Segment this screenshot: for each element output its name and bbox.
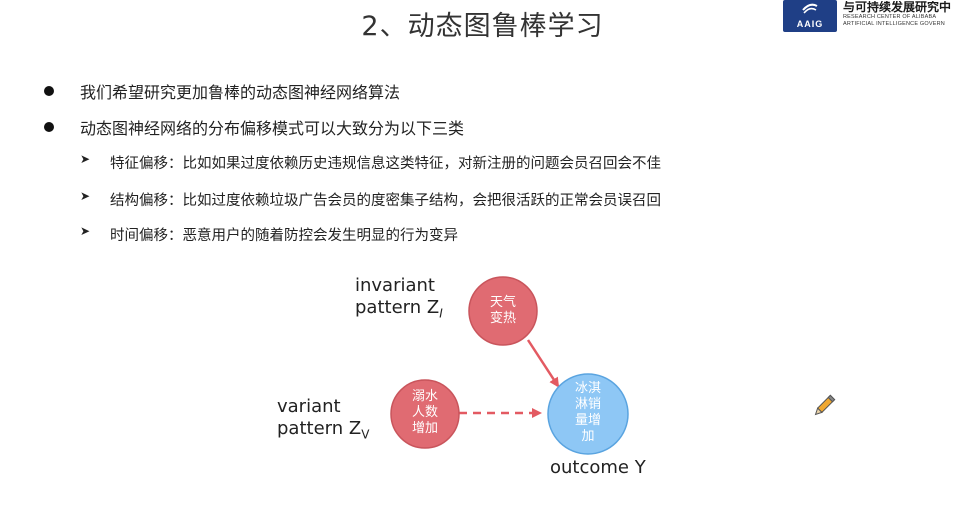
variant-label-line-1: variant <box>277 396 341 417</box>
node-text-line: 人数 <box>411 405 438 420</box>
node-text-line: 加 <box>581 429 595 444</box>
outcome-node-text: 冰淇 淋销 量增 加 <box>558 381 618 445</box>
invariant-pattern-label: invariant pattern ZI <box>355 275 443 325</box>
slide-title: 2、动态图鲁棒学习 <box>361 11 604 42</box>
arrow-bullet-icon: ➤ <box>80 224 91 238</box>
variant-subscript: V <box>361 427 370 442</box>
node-text-line: 冰淇 <box>574 381 601 396</box>
invariant-node <box>468 276 538 346</box>
node-text-line: 变热 <box>489 311 516 326</box>
outcome-node <box>547 373 629 455</box>
pencil-icon[interactable] <box>810 392 838 420</box>
invariant-label-line-1: invariant <box>355 275 435 296</box>
node-text-line: 溺水 <box>411 389 438 404</box>
node-text-line: 淋销 <box>574 397 601 412</box>
sub-bullet-text: 结构偏移：比如过度依赖垃圾广告会员的度密集子结构，会把很活跃的正常会员误召回 <box>110 193 661 209</box>
sub-bullet-text: 特征偏移：比如如果过度依赖历史违规信息这类特征，对新注册的问题会员召回会不佳 <box>110 156 661 172</box>
variant-label-line-2: pattern ZV <box>277 418 370 442</box>
bullet-dot-icon <box>44 86 54 96</box>
node-text-line: 天气 <box>489 295 516 310</box>
logo-text: 与可持续发展研究中 RESEARCH CENTER OF ALIBABA ART… <box>843 1 965 28</box>
logo-badge-text: AAIG <box>796 19 824 29</box>
invariant-subscript: I <box>439 306 443 321</box>
logo-en-line-2: ARTIFICIAL INTELLIGENCE GOVERN <box>843 21 945 27</box>
arrow-bullet-icon: ➤ <box>80 152 91 166</box>
logo-cn-name: 与可持续发展研究中 <box>843 1 952 14</box>
node-text-line: 增加 <box>411 421 438 436</box>
variant-node <box>390 379 460 449</box>
aaig-badge: AAIG <box>783 0 837 32</box>
node-text-line: 量增 <box>574 413 601 428</box>
bullet-text: 我们希望研究更加鲁棒的动态图神经网络算法 <box>80 83 401 102</box>
invariant-label-line-2: pattern ZI <box>355 297 443 321</box>
variant-node-text: 溺水 人数 增加 <box>395 389 455 437</box>
logo-en-line-1: RESEARCH CENTER OF ALIBABA <box>843 14 937 20</box>
aaig-logo: AAIG 与可持续发展研究中 RESEARCH CENTER OF ALIBAB… <box>783 0 965 36</box>
variant-pattern-label: variant pattern ZV <box>277 396 369 446</box>
sub-bullet-text: 时间偏移：恶意用户的随着防控会发生明显的行为变异 <box>110 228 458 244</box>
causal-arrow <box>526 339 560 388</box>
bullet-dot-icon <box>44 122 54 132</box>
outcome-label: outcome Y <box>550 457 646 478</box>
logo-mark-icon <box>802 3 818 14</box>
bullet-text: 动态图神经网络的分布偏移模式可以大致分为以下三类 <box>80 119 465 138</box>
arrow-bullet-icon: ➤ <box>80 189 91 203</box>
invariant-node-text: 天气 变热 <box>473 295 533 327</box>
